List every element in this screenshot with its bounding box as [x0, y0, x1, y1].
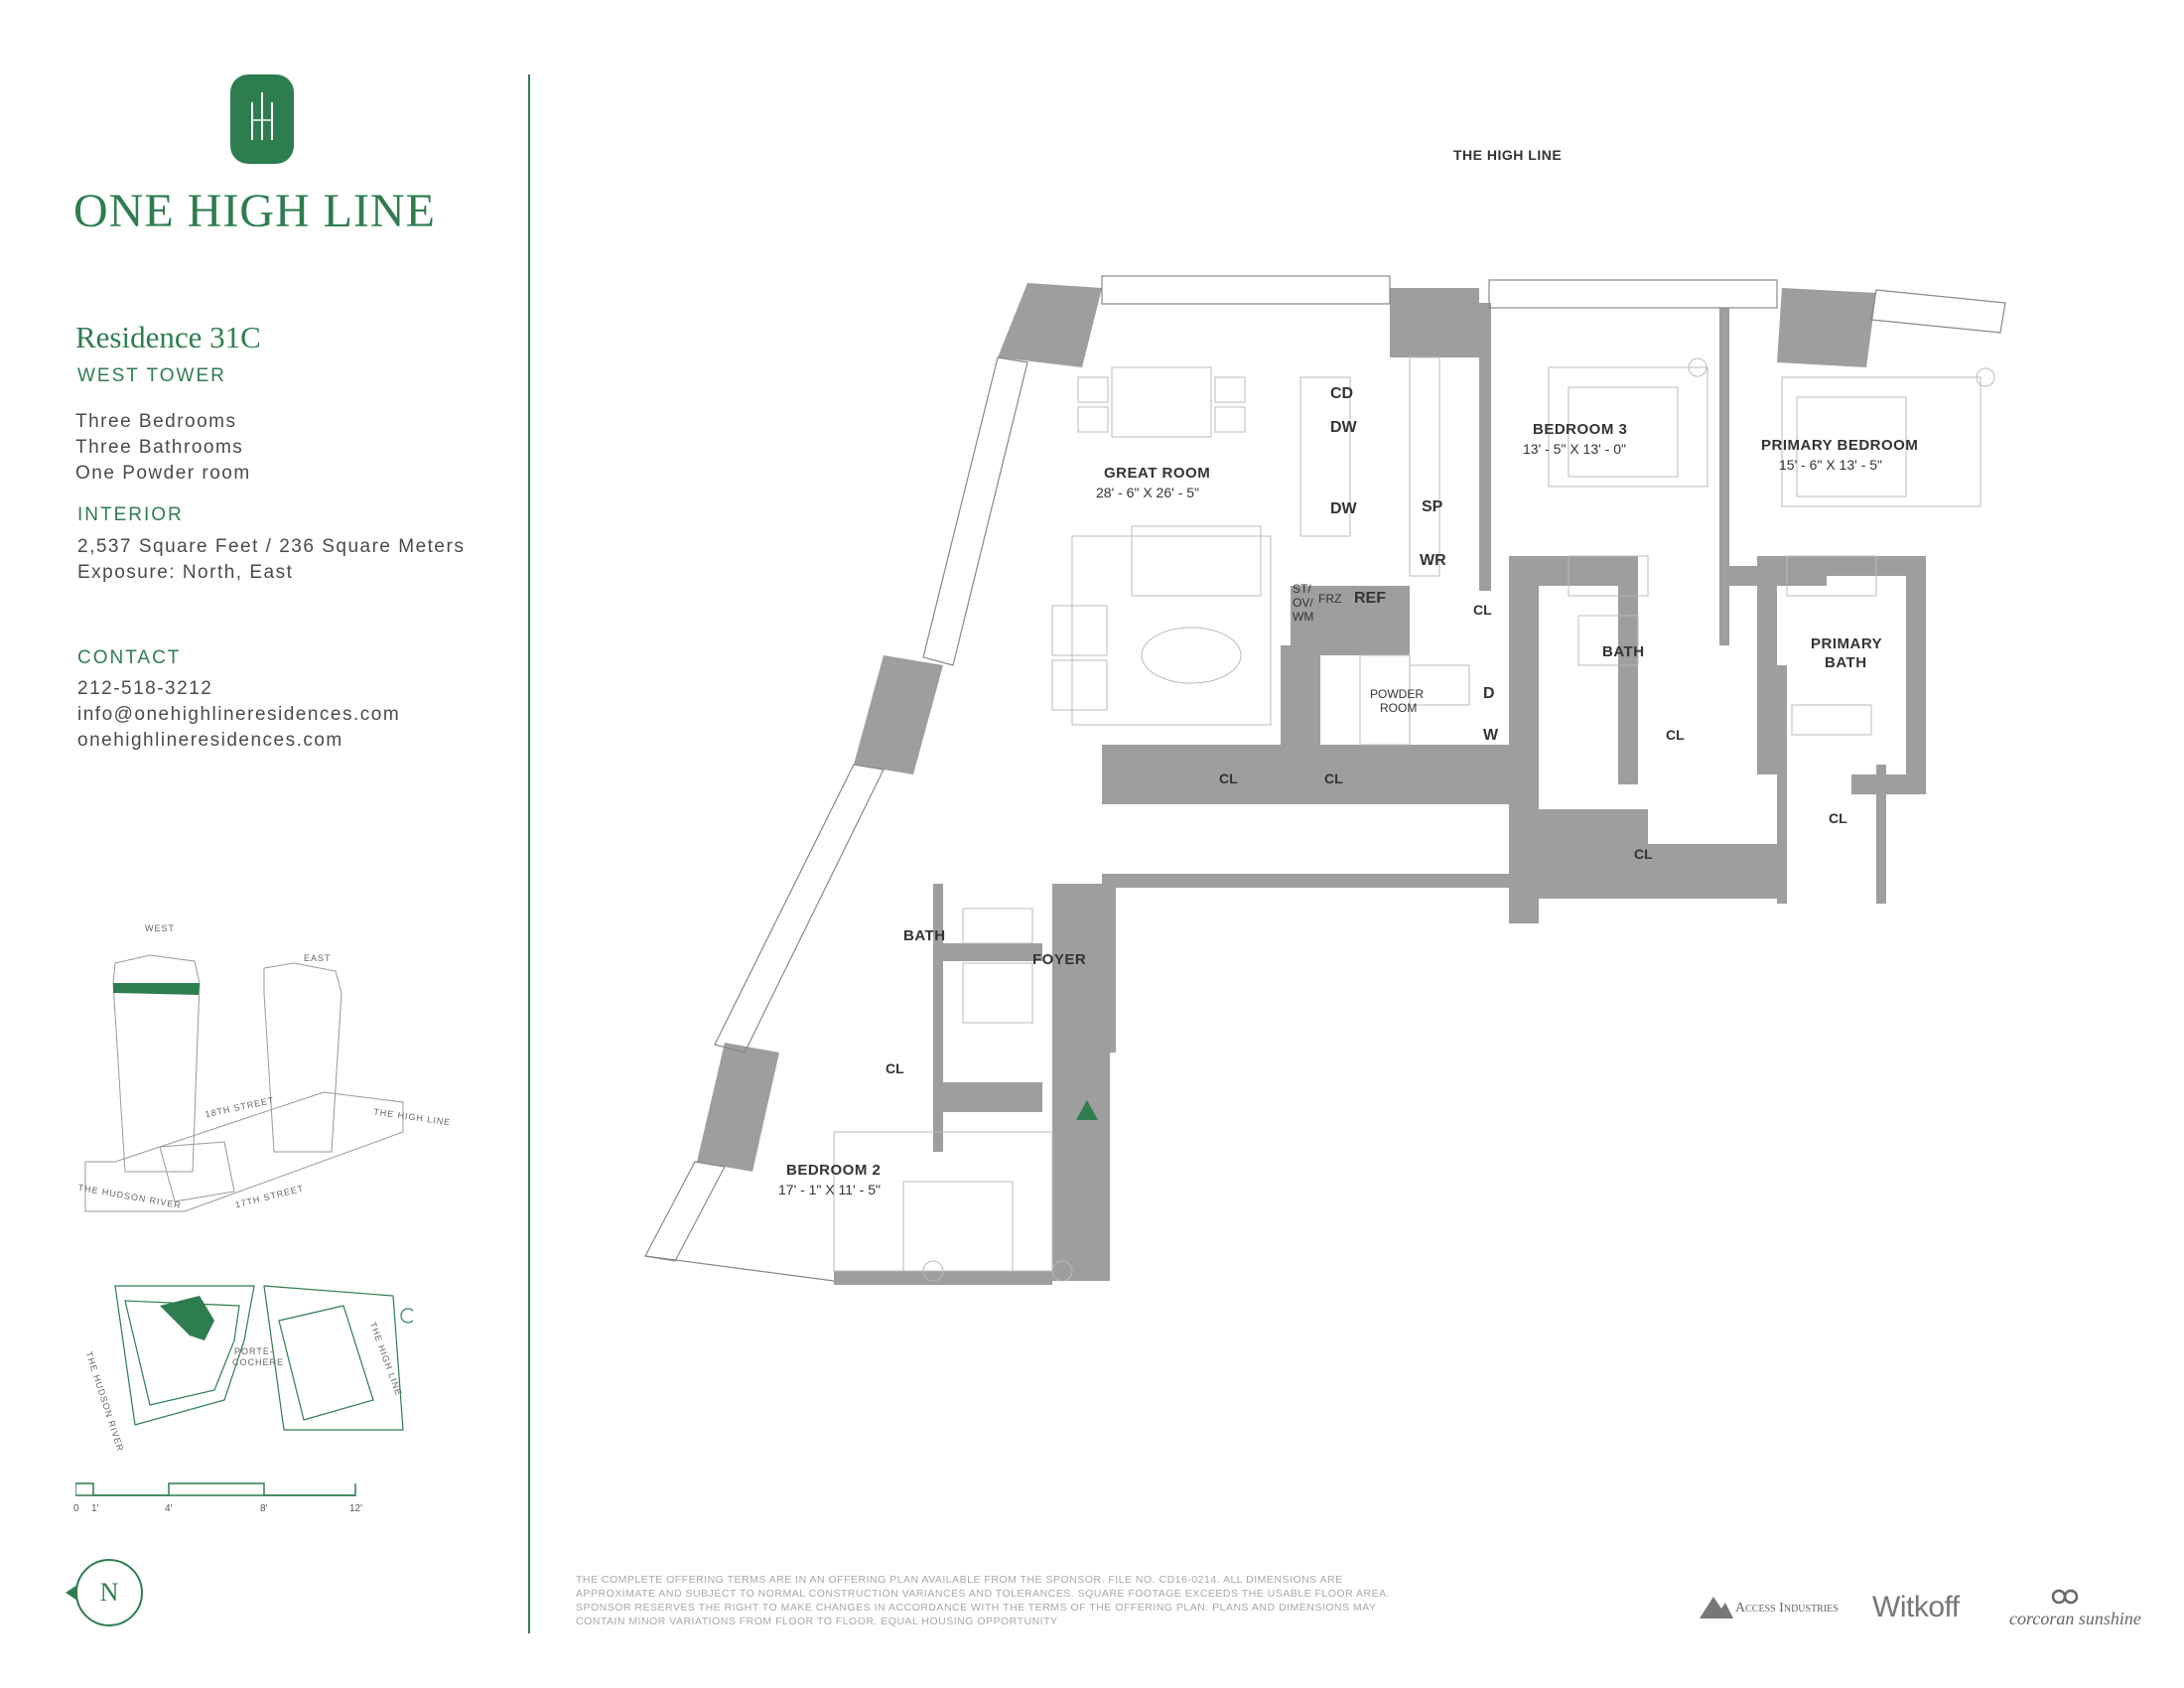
appliance-dw-1: DW	[1330, 419, 1357, 436]
room-foyer: FOYER	[1032, 951, 1087, 968]
residence-title: Residence 31C	[75, 320, 261, 354]
scale-label-1: 1'	[91, 1503, 99, 1514]
interior-exposure: Exposure: North, East	[77, 562, 294, 583]
room-powder-line1: POWDER	[1370, 687, 1424, 701]
room-bath: BATH	[1602, 643, 1645, 660]
closet-5: CL	[1634, 846, 1653, 862]
room-great-room-dims: 28' - 6" X 26' - 5"	[1096, 485, 1200, 500]
room-primary-bath-line1: PRIMARY	[1811, 635, 1883, 652]
plan-street-label: THE HIGH LINE	[1453, 147, 1563, 163]
corcoran-go-icon	[2051, 1589, 2079, 1605]
brand-name: ONE HIGH LINE	[73, 185, 436, 237]
scale-label-12: 12'	[349, 1503, 363, 1514]
feature-bathrooms: Three Bathrooms	[75, 437, 244, 458]
interior-details: 2,537 Square Feet / 236 Square Meters Ex…	[77, 534, 465, 586]
appliance-st: ST/	[1293, 582, 1311, 596]
appliance-dryer: D	[1483, 685, 1495, 702]
partner-witkoff: Witkoff	[1872, 1591, 1960, 1623]
floor-plan	[644, 275, 2006, 1285]
closet-7: CL	[886, 1060, 904, 1076]
contact-phone[interactable]: 212-518-3212	[77, 678, 213, 699]
scale-bar	[75, 1482, 356, 1496]
appliance-wr: WR	[1420, 552, 1446, 569]
site-plan-illustration	[114, 1285, 413, 1431]
compass-letter: N	[99, 1578, 119, 1607]
key-west-label: WEST	[145, 923, 175, 933]
site-porte: PORTE-	[234, 1346, 274, 1356]
appliance-frz: FRZ	[1318, 592, 1342, 606]
room-bedroom-3-dims: 13' - 5" X 13' - 0"	[1523, 441, 1627, 457]
scale-label-0: 0	[73, 1503, 79, 1514]
closet-2: CL	[1324, 771, 1343, 786]
appliance-ref: REF	[1354, 590, 1386, 607]
appliance-sp: SP	[1422, 498, 1443, 515]
room-powder-line2: ROOM	[1380, 701, 1418, 715]
interior-area: 2,537 Square Feet / 236 Square Meters	[77, 536, 466, 557]
north-compass: N	[66, 1559, 143, 1626]
appliance-cd: CD	[1330, 385, 1354, 402]
room-primary-bedroom-dims: 15' - 6" X 13' - 5"	[1779, 457, 1883, 473]
room-great-room: GREAT ROOM	[1104, 465, 1211, 482]
room-bedroom-2-dims: 17' - 1" X 11' - 5"	[778, 1182, 881, 1197]
feature-bedrooms: Three Bedrooms	[75, 411, 237, 432]
logo-monogram-icon	[251, 92, 273, 140]
contact-label: CONTACT	[77, 647, 182, 668]
residence-features: Three Bedrooms Three Bathrooms One Powde…	[75, 409, 251, 487]
sidebar-divider	[528, 74, 530, 1633]
room-bedroom-2: BEDROOM 2	[786, 1162, 882, 1179]
residence-tower: WEST TOWER	[77, 365, 226, 386]
building-key-illustration	[84, 954, 404, 1212]
key-east-label: EAST	[304, 953, 332, 963]
contact-email[interactable]: info@onehighlineresidences.com	[77, 704, 401, 725]
appliance-wm: WM	[1293, 610, 1314, 624]
access-mountain-icon	[1700, 1597, 1733, 1618]
partner-access-industries: Access Industries	[1735, 1601, 1839, 1616]
room-primary-bath-line2: BATH	[1825, 654, 1867, 671]
closet-6: CL	[1829, 810, 1847, 826]
brand-logo-mark	[230, 74, 294, 164]
compass-arrow-icon	[66, 1585, 77, 1601]
scale-label-8: 8'	[260, 1503, 268, 1514]
room-bath-2: BATH	[903, 927, 946, 944]
contact-website[interactable]: onehighlineresidences.com	[77, 730, 343, 751]
feature-powder: One Powder room	[75, 463, 251, 484]
site-cochere: COCHERE	[232, 1357, 285, 1367]
partner-corcoran-sunshine: corcoran sunshine	[2009, 1609, 2141, 1628]
entry-marker-icon	[1076, 1100, 1098, 1120]
closet-3: CL	[1473, 602, 1492, 618]
contact-details: 212-518-3212 info@onehighlineresidences.…	[77, 676, 400, 754]
interior-label: INTERIOR	[77, 504, 184, 525]
room-bedroom-3: BEDROOM 3	[1533, 421, 1628, 438]
appliance-washer: W	[1483, 727, 1499, 744]
appliance-ov: OV/	[1293, 596, 1313, 610]
appliance-dw-2: DW	[1330, 500, 1357, 517]
legal-disclaimer: THE COMPLETE OFFERING TERMS ARE IN AN OF…	[576, 1574, 1391, 1627]
room-primary-bedroom: PRIMARY BEDROOM	[1761, 437, 1919, 454]
scale-label-4: 4'	[165, 1503, 173, 1514]
closet-4: CL	[1666, 727, 1685, 743]
closet-1: CL	[1219, 771, 1238, 786]
